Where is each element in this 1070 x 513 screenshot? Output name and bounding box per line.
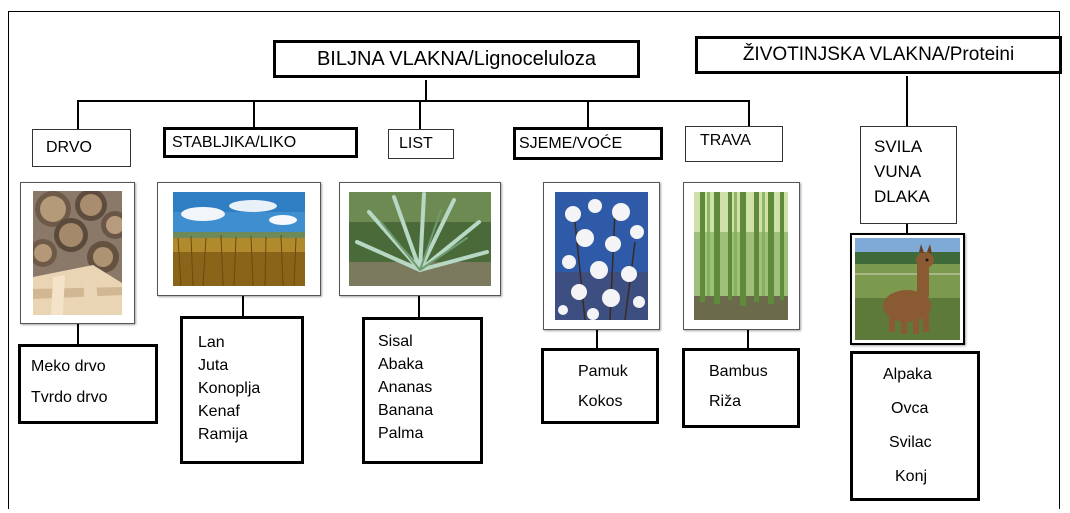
category-animal: SVILA VUNA DLAKA [860, 126, 957, 224]
sjeme-list: Pamuk Kokos [541, 348, 659, 424]
connector [419, 100, 421, 130]
agave-photo [339, 182, 501, 296]
category-list: LIST [388, 129, 454, 159]
flax-photo [157, 182, 321, 296]
list-item: Tvrdo drvo [31, 389, 108, 406]
diagram-frame [8, 11, 1060, 509]
category-label: DLAKA [874, 187, 930, 206]
list-item: Kokos [578, 393, 623, 410]
bamboo-photo [683, 182, 800, 330]
connector [748, 100, 750, 128]
category-label: DRVO [46, 139, 92, 156]
connector [906, 223, 908, 233]
list-item: Bambus [709, 363, 768, 380]
list-item: Kenaf [198, 403, 240, 420]
cotton-photo [543, 182, 660, 330]
list-list: Sisal Abaka Ananas Banana Palma [362, 317, 483, 464]
category-label: SJEME/VOĆE [519, 134, 623, 152]
list-item: Ananas [378, 379, 433, 396]
connector [747, 328, 749, 348]
list-item: Pamuk [578, 363, 628, 380]
list-item: Ramija [198, 426, 248, 443]
connector [587, 100, 589, 128]
list-item: Banana [378, 402, 434, 419]
alpaca-photo [850, 233, 965, 345]
agave-leaves-image [349, 192, 491, 286]
list-item: Alpaka [883, 366, 932, 383]
alpaca-image [855, 238, 960, 340]
connector [596, 328, 598, 348]
plant-fibers-header: BILJNA VLAKNA/Lignoceluloza [273, 40, 640, 78]
connector [242, 294, 244, 316]
cotton-bolls-image [555, 192, 648, 320]
list-item: Palma [378, 425, 424, 442]
category-drvo: DRVO [32, 129, 131, 167]
connector [253, 100, 255, 128]
list-item: Meko drvo [31, 358, 106, 375]
connector [425, 80, 427, 101]
connector [906, 76, 908, 126]
stabljika-list: Lan Juta Konoplja Kenaf Ramija [180, 316, 304, 464]
connector [418, 294, 420, 318]
list-item: Juta [198, 357, 229, 374]
list-item: Lan [198, 334, 225, 351]
connector [77, 322, 79, 344]
trava-list: Bambus Riža [682, 348, 800, 428]
list-item: Svilac [889, 434, 932, 451]
list-item: Ovca [891, 400, 929, 417]
connector [77, 100, 79, 130]
category-label: TRAVA [700, 132, 751, 149]
animal-fibers-header: ŽIVOTINJSKA VLAKNA/Proteini [695, 36, 1062, 74]
list-item: Abaka [378, 356, 424, 373]
animal-fibers-header-text: ŽIVOTINJSKA VLAKNA/Proteini [742, 44, 1015, 65]
category-label: SVILA [874, 137, 923, 156]
flax-field-image [173, 192, 305, 286]
wood-logs-image [33, 191, 122, 315]
category-trava: TRAVA [685, 126, 783, 162]
list-item: Riža [709, 393, 742, 410]
list-item: Sisal [378, 333, 413, 350]
bamboo-grove-image [694, 192, 788, 320]
category-label: VUNA [874, 162, 922, 181]
drvo-list: Meko drvo Tvrdo drvo [18, 344, 158, 424]
list-item: Konoplja [198, 380, 261, 397]
category-sjeme: SJEME/VOĆE [513, 127, 663, 160]
category-stabljika: STABLJIKA/LIKO [163, 127, 358, 158]
connector [77, 100, 749, 102]
animal-list: Alpaka Ovca Svilac Konj [850, 351, 980, 501]
category-label: LIST [399, 135, 433, 152]
plant-fibers-header-text: BILJNA VLAKNA/Lignoceluloza [316, 47, 597, 70]
wood-photo [20, 182, 135, 324]
category-label: STABLJIKA/LIKO [172, 133, 297, 151]
list-item: Konj [895, 468, 928, 485]
